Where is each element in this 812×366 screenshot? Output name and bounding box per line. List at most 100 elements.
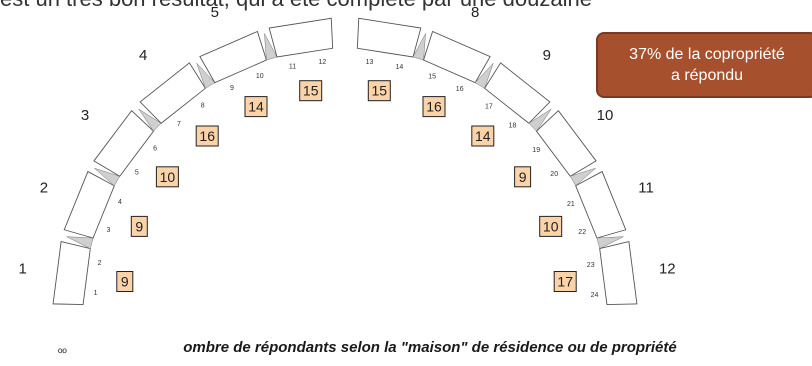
count-value: 15	[372, 83, 388, 99]
count-value: 9	[135, 218, 143, 234]
count-value: 17	[557, 274, 573, 290]
house-segment-8	[423, 30, 491, 84]
count-value: 10	[543, 218, 559, 234]
house-segment-3	[93, 109, 155, 177]
house-segment-11	[575, 170, 627, 239]
unit-number: 21	[567, 201, 575, 208]
segment-joint	[196, 62, 216, 89]
count-box-house-7: 15	[367, 80, 391, 102]
house-label: 9	[543, 47, 551, 64]
segment-joint	[474, 62, 494, 89]
count-box	[471, 125, 495, 147]
count-box	[130, 215, 148, 237]
unit-number: 23	[587, 262, 595, 269]
count-value: 15	[303, 83, 319, 99]
count-box	[155, 166, 179, 188]
unit-number: 4	[118, 199, 122, 206]
caption-marker: ºº	[58, 346, 67, 360]
unit-number: 18	[509, 122, 517, 129]
house-label: 12	[659, 260, 676, 277]
house-label: 10	[597, 107, 614, 124]
unit-number: 10	[256, 73, 264, 80]
house-segment-6	[268, 17, 334, 58]
unit-number: 19	[532, 147, 540, 154]
count-box	[553, 271, 577, 292]
unit-number: 20	[550, 171, 558, 178]
unit-number: 24	[591, 292, 599, 299]
count-box-house-6: 15	[299, 80, 323, 102]
unit-number: 1	[94, 290, 98, 297]
participation-badge: 37% de la copropriété a répondu	[596, 32, 812, 98]
count-box-house-12: 17	[553, 271, 577, 292]
segment-joint	[596, 236, 624, 249]
unit-number: 2	[98, 260, 102, 267]
segment-joint	[264, 33, 278, 61]
unit-number: 12	[319, 59, 327, 66]
segment-joint	[94, 167, 121, 187]
count-box-house-1: 9	[116, 271, 134, 292]
unit-number: 6	[153, 145, 157, 152]
unit-number: 9	[230, 85, 234, 92]
segment-joint	[569, 167, 596, 187]
count-box-house-8: 16	[422, 96, 446, 118]
count-box	[422, 96, 446, 118]
unit-number: 8	[201, 102, 205, 109]
house-segment-1	[52, 241, 91, 305]
count-value: 16	[199, 128, 215, 144]
count-box-house-11: 10	[539, 215, 563, 237]
house-segment-4	[139, 62, 206, 124]
unit-number: 13	[366, 59, 374, 66]
respondent-counts: 9 9 10 16 14 15 15 16 14 9 10 17	[116, 80, 577, 292]
house-segment-2	[63, 170, 115, 239]
count-box	[514, 166, 532, 188]
count-box-house-5: 14	[244, 96, 268, 118]
segment-joint	[412, 33, 426, 61]
count-box	[195, 125, 219, 147]
unit-number: 11	[289, 64, 296, 71]
segment-joint	[138, 108, 162, 132]
cropped-top-text: est un très bon résultat, qui a été comp…	[0, 0, 812, 12]
count-box-house-2: 9	[130, 215, 148, 237]
badge-line-1: 37% de la copropriété	[629, 46, 785, 63]
count-value: 16	[426, 99, 442, 115]
segment-joint	[528, 108, 552, 132]
unit-number: 22	[578, 229, 586, 236]
house-label: 3	[81, 107, 89, 124]
count-value: 14	[475, 128, 491, 144]
count-box	[299, 80, 323, 102]
house-label: 11	[638, 180, 654, 197]
unit-number: 5	[135, 170, 139, 177]
house-segment-7	[356, 17, 422, 58]
arch-segments	[52, 17, 638, 305]
count-value: 14	[248, 99, 264, 115]
unit-number: 16	[456, 86, 464, 93]
house-label: 1	[19, 260, 27, 277]
count-box	[116, 271, 134, 292]
house-label: 5	[211, 4, 219, 21]
unit-number: 15	[428, 74, 436, 81]
unit-number: 3	[107, 227, 111, 234]
count-box	[367, 80, 391, 102]
count-value: 10	[160, 169, 176, 185]
house-segment-9	[484, 62, 551, 124]
count-box-house-10: 9	[514, 166, 532, 188]
unit-number: 7	[177, 121, 181, 128]
unit-number: 14	[396, 64, 404, 71]
house-segment-12	[599, 241, 638, 305]
house-label: 4	[139, 47, 147, 64]
count-box-house-3: 10	[155, 166, 179, 188]
count-box	[244, 96, 268, 118]
badge-line-2: a répondu	[670, 67, 744, 84]
house-segment-5	[199, 30, 267, 84]
figure-caption: ombre de répondants selon la "maison" de…	[183, 339, 677, 356]
count-box	[539, 215, 563, 237]
count-value: 9	[121, 274, 129, 290]
count-box-house-4: 16	[195, 125, 219, 147]
unit-number: 17	[485, 104, 493, 111]
house-label: 8	[471, 4, 479, 21]
count-value: 9	[519, 169, 527, 185]
